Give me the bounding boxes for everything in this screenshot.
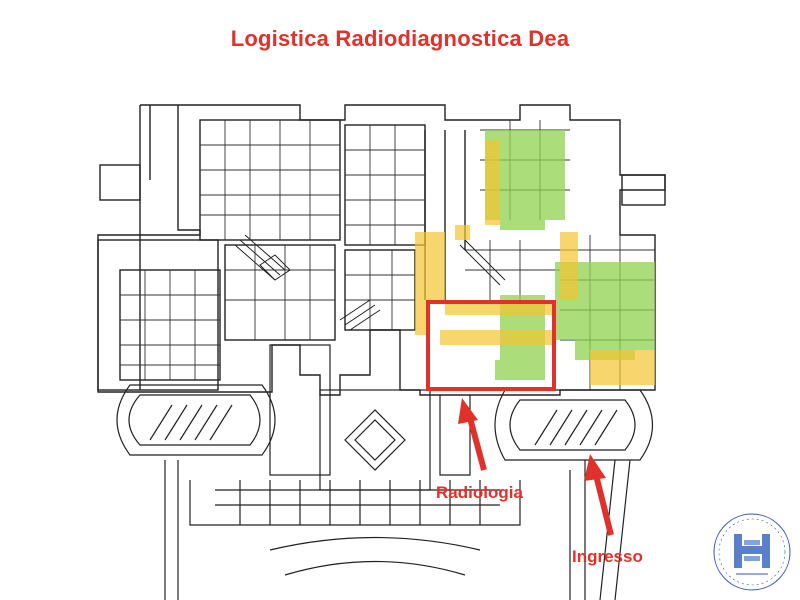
ingresso-label: Ingresso: [572, 547, 643, 566]
page-title: Logistica Radiodiagnostica Dea: [230, 26, 570, 51]
radiologia-label: Radiologia: [436, 483, 523, 502]
lower-building: [189, 344, 521, 576]
left-parking-loop: [116, 384, 276, 600]
hospital-seal-logo: [713, 513, 791, 591]
radiology-highlight-box: [426, 300, 556, 391]
ingresso-arrow: [584, 454, 614, 536]
radiologia-arrow: [458, 398, 487, 471]
stair-features: [234, 234, 506, 331]
right-parking-loop: [494, 389, 653, 600]
